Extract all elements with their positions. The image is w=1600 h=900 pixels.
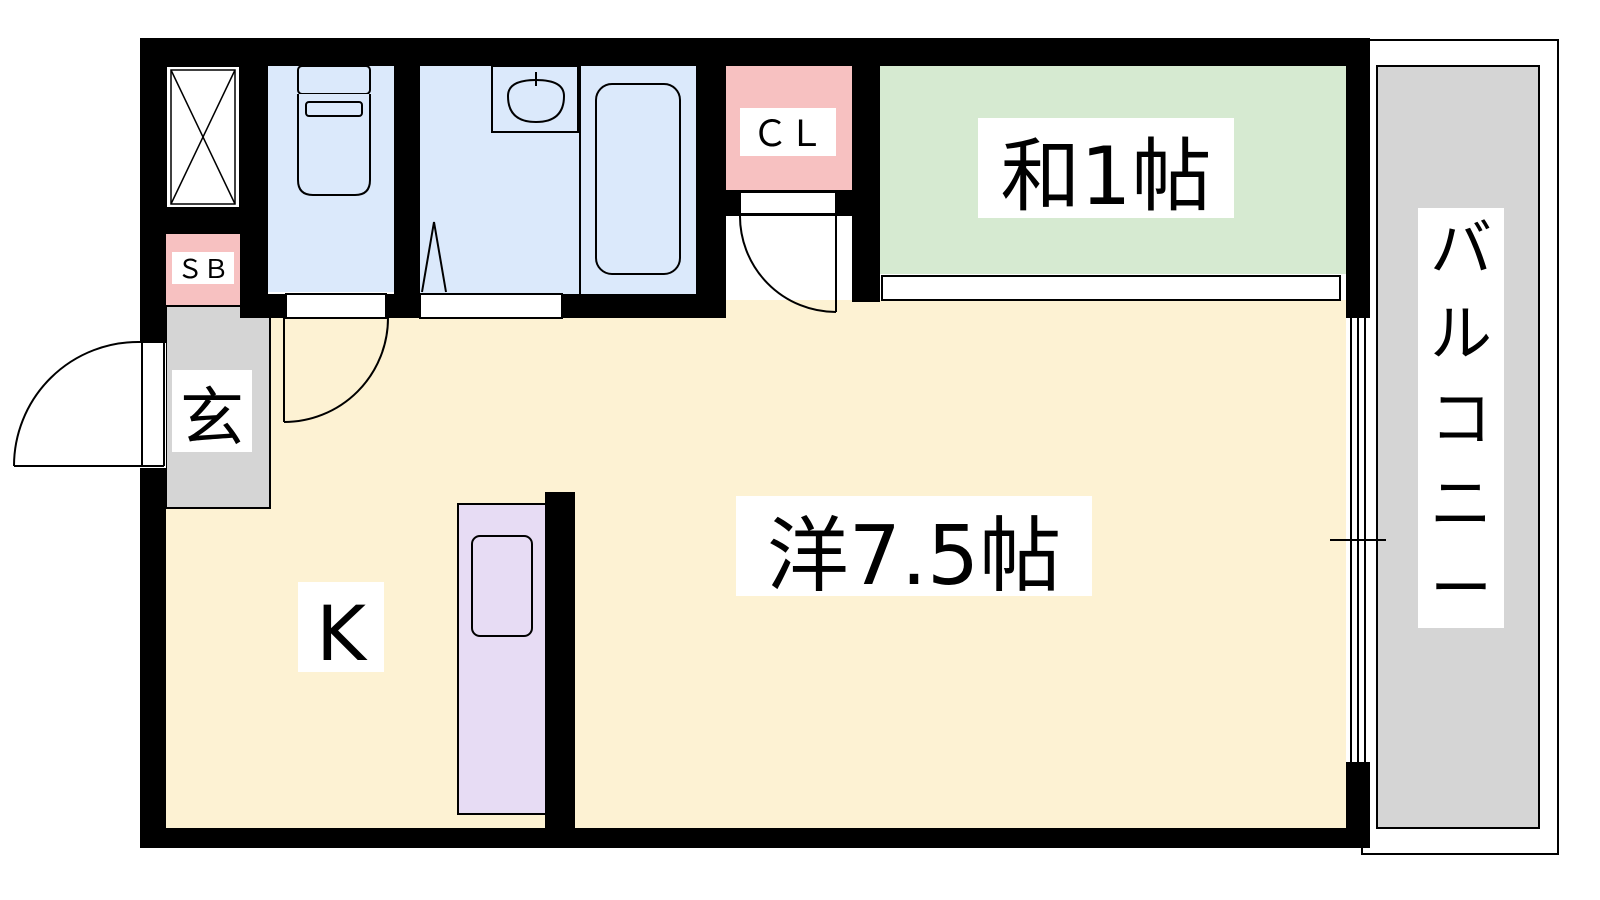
kitchen-label: K <box>316 589 368 678</box>
balcony-char-4: ニ <box>1430 467 1492 540</box>
kitchen-counter <box>457 503 547 815</box>
outer-walls <box>140 38 1370 848</box>
balcony-label-bg <box>1418 208 1504 628</box>
western-room-label: 洋7.5帖 <box>767 509 1061 604</box>
shoe-box: ＳＢ <box>166 234 240 306</box>
washbasin-icon <box>491 65 579 133</box>
balcony-char-2: ル <box>1430 297 1492 370</box>
balcony: バ ル コ ニ ー <box>1361 39 1559 855</box>
folding-door-icon <box>421 221 447 293</box>
japanese-room: 和1帖 <box>880 66 1346 301</box>
shoe-box-label: ＳＢ <box>177 255 229 285</box>
balcony-char-5: ー <box>1430 552 1492 625</box>
closet: ＣＬ <box>726 66 852 190</box>
entrance: 玄 <box>165 305 271 509</box>
closet-door <box>738 191 837 313</box>
entrance-door <box>13 340 166 468</box>
bathroom-door <box>419 293 563 319</box>
sink-icon <box>471 535 533 637</box>
storage-box <box>165 65 241 234</box>
balcony-char-1: バ <box>1430 212 1492 285</box>
toilet-room <box>268 65 394 292</box>
closet-label: ＣＬ <box>752 114 824 155</box>
bathtub-icon <box>595 83 681 275</box>
bathroom <box>420 65 696 294</box>
toilet-door <box>283 293 389 423</box>
balcony-sliding-window <box>1330 318 1386 762</box>
entrance-label: 玄 <box>180 382 244 456</box>
toilet-icon <box>297 65 371 196</box>
balcony-char-3: コ <box>1430 382 1492 455</box>
japanese-room-label: 和1帖 <box>1001 130 1212 223</box>
